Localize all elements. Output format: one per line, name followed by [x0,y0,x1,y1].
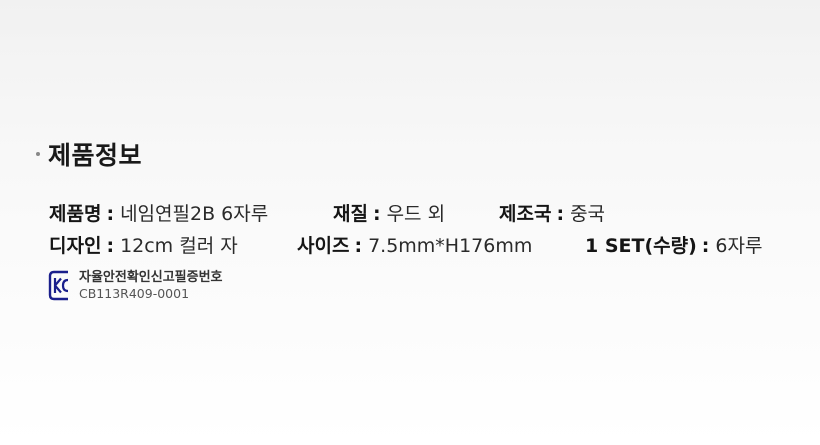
spec-separator: : [354,235,363,257]
spec-value: 6자루 [715,235,763,257]
spec-label: 사이즈 [297,235,350,257]
spec-label: 제조국 [499,203,552,225]
section-title: 제품정보 [48,141,143,170]
spec-separator: : [556,203,565,225]
spec-size: 사이즈 : 7.5mm*H176mm [297,231,585,258]
section-heading: 제품정보 [36,136,796,172]
spec-origin: 제조국 : 중국 [499,199,605,226]
spec-material: 재질 : 우드 외 [333,199,499,226]
cert-text: 자율안전확인신고필증번호 CB113R409-0001 [79,269,223,302]
spec-separator: : [701,235,710,257]
spec-separator: : [372,203,381,225]
spec-label: 재질 [333,203,368,225]
spec-product-name: 제품명 : 네임연필2B 6자루 [49,199,333,226]
spec-value: 우드 외 [386,203,446,225]
spec-design: 디자인 : 12cm 컬러 자 [49,231,297,258]
spec-value: 7.5mm*H176mm [368,235,533,257]
spec-value: 12cm 컬러 자 [120,235,238,257]
cert-title: 자율안전확인신고필증번호 [79,270,223,285]
spec-value: 네임연필2B 6자루 [120,203,269,225]
kc-mark-icon [48,270,69,301]
spec-separator: : [106,235,115,257]
spec-label: 디자인 [49,235,102,257]
product-info-section: 제품정보 제품명 : 네임연필2B 6자루 재질 : 우드 외 제조국 : 중국… [36,136,796,301]
spec-quantity: 1 SET(수량) : 6자루 [585,231,762,258]
spec-row-2: 디자인 : 12cm 컬러 자 사이즈 : 7.5mm*H176mm 1 SET… [49,231,762,259]
kc-certification: 자율안전확인신고필증번호 CB113R409-0001 [48,269,223,302]
spec-row-1: 제품명 : 네임연필2B 6자루 재질 : 우드 외 제조국 : 중국 [49,199,605,227]
cert-number: CB113R409-0001 [79,286,190,301]
spec-label: 제품명 [49,203,102,225]
spec-label: 1 SET(수량) [585,235,697,257]
spec-value: 중국 [570,203,606,225]
spec-separator: : [106,203,115,225]
bullet-dot-icon [36,152,40,156]
